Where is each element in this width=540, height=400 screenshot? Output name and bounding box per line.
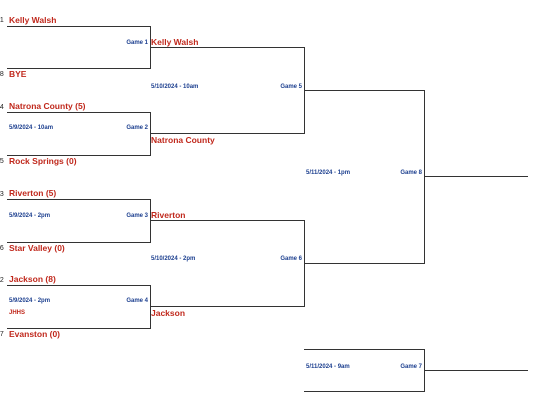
seed-4: #4: [0, 104, 4, 111]
seed-7: #7: [0, 331, 4, 338]
seed-2: #2: [0, 277, 4, 284]
game-4-label: Game 4: [126, 298, 148, 304]
team-evanston: Evanston (0): [9, 329, 61, 339]
seed-8: #8: [0, 71, 4, 78]
team-kelly-walsh: Kelly Walsh: [9, 15, 57, 25]
seed-1: #1: [0, 17, 4, 24]
game-4-date: 5/9/2024 - 2pm: [9, 298, 51, 304]
game-7-date: 5/11/2024 - 9am: [306, 364, 350, 370]
team-natrona-county: Natrona County (5): [9, 101, 86, 111]
team-star-valley: Star Valley (0): [9, 243, 65, 253]
game-1-label: Game 1: [126, 40, 148, 46]
game-5-date: 5/10/2024 - 10am: [151, 84, 199, 90]
team-riverton: Riverton (5): [9, 188, 57, 198]
game-6-label: Game 6: [280, 256, 302, 262]
game-8-date: 5/11/2024 - 1pm: [306, 170, 351, 176]
game-4-venue: JHHS: [9, 310, 26, 316]
game-2-date: 5/9/2024 - 10am: [9, 125, 54, 131]
team-bye: BYE: [9, 69, 27, 79]
game-5-label: Game 5: [280, 84, 302, 90]
team-rock-springs: Rock Springs (0): [9, 156, 77, 166]
team-jackson: Jackson (8): [9, 274, 56, 284]
seed-3: #3: [0, 191, 4, 198]
advancer-jackson: Jackson: [151, 308, 186, 318]
game-6-date: 5/10/2024 - 2pm: [151, 256, 196, 262]
game-8-label: Game 8: [400, 170, 422, 176]
game-2-label: Game 2: [126, 125, 148, 131]
advancer-riverton: Riverton: [151, 210, 186, 220]
advancer-natrona-county: Natrona County: [151, 135, 215, 145]
seed-6: #6: [0, 245, 4, 252]
game-3-label: Game 3: [126, 213, 148, 219]
game-7-label: Game 7: [400, 364, 422, 370]
game-3-date: 5/9/2024 - 2pm: [9, 213, 51, 219]
seed-5: #5: [0, 158, 4, 165]
advancer-kelly-walsh: Kelly Walsh: [151, 37, 199, 47]
